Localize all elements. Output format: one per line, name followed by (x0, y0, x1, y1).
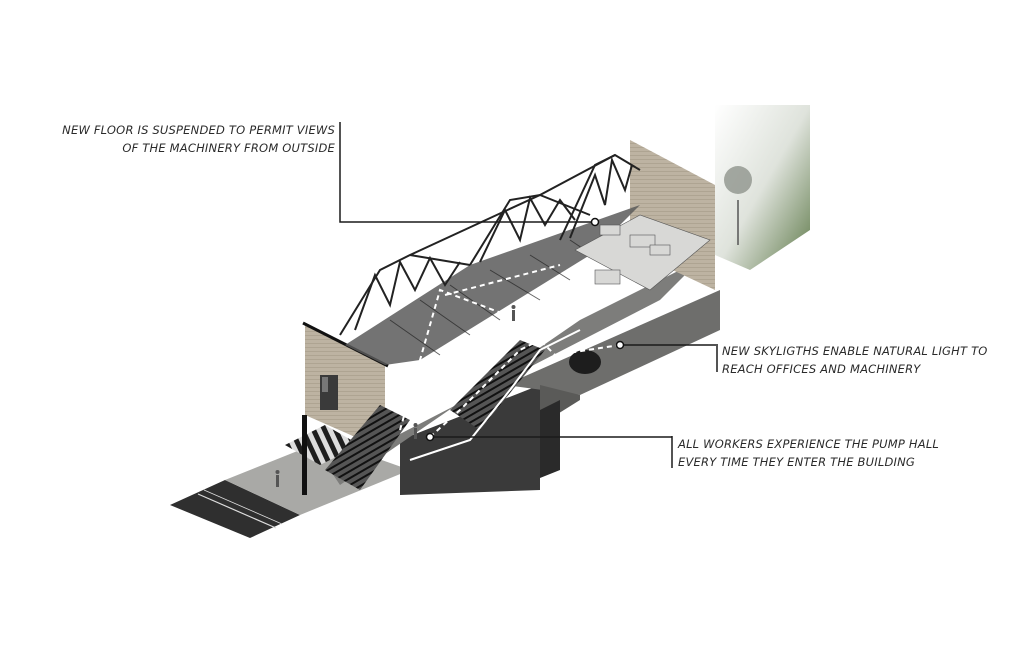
entrance-post (302, 415, 307, 495)
circulation-line (409, 329, 581, 461)
people (275, 305, 516, 487)
annotation-line: EVERY TIME THEY ENTER THE BUILDING (678, 455, 916, 469)
landscape-tree (715, 105, 810, 270)
skylight-roof (345, 205, 640, 365)
annotation-line: OF THE MACHINERY FROM OUTSIDE (122, 141, 335, 155)
roof-trusses (339, 153, 641, 336)
front-brick-wall (302, 321, 389, 450)
office-area (574, 214, 711, 291)
pump-machine (569, 350, 601, 374)
annotation-suspended-floor: NEW FLOOR IS SUSPENDED TO PERMIT VIEWS O… (62, 121, 335, 157)
annotation-line: ALL WORKERS EXPERIENCE THE PUMP HALL (678, 437, 940, 451)
callout-marker-floor (590, 217, 600, 227)
leader-lines (339, 122, 718, 468)
callout-marker-workers (425, 432, 435, 442)
annotation-pump-hall: ALL WORKERS EXPERIENCE THE PUMP HALL EVE… (678, 435, 939, 471)
annotation-line: REACH OFFICES AND MACHINERY (722, 362, 921, 376)
annotation-skylights: NEW SKYLIGTHS ENABLE NATURAL LIGHT TO RE… (722, 342, 988, 378)
callout-marker-skylights (615, 340, 625, 350)
annotation-line: NEW FLOOR IS SUSPENDED TO PERMIT VIEWS (62, 123, 335, 137)
circulation-path (399, 264, 621, 438)
entrance-stair (325, 405, 410, 490)
main-stair (450, 340, 545, 430)
annotation-line: NEW SKYLIGTHS ENABLE NATURAL LIGHT TO (722, 344, 988, 358)
